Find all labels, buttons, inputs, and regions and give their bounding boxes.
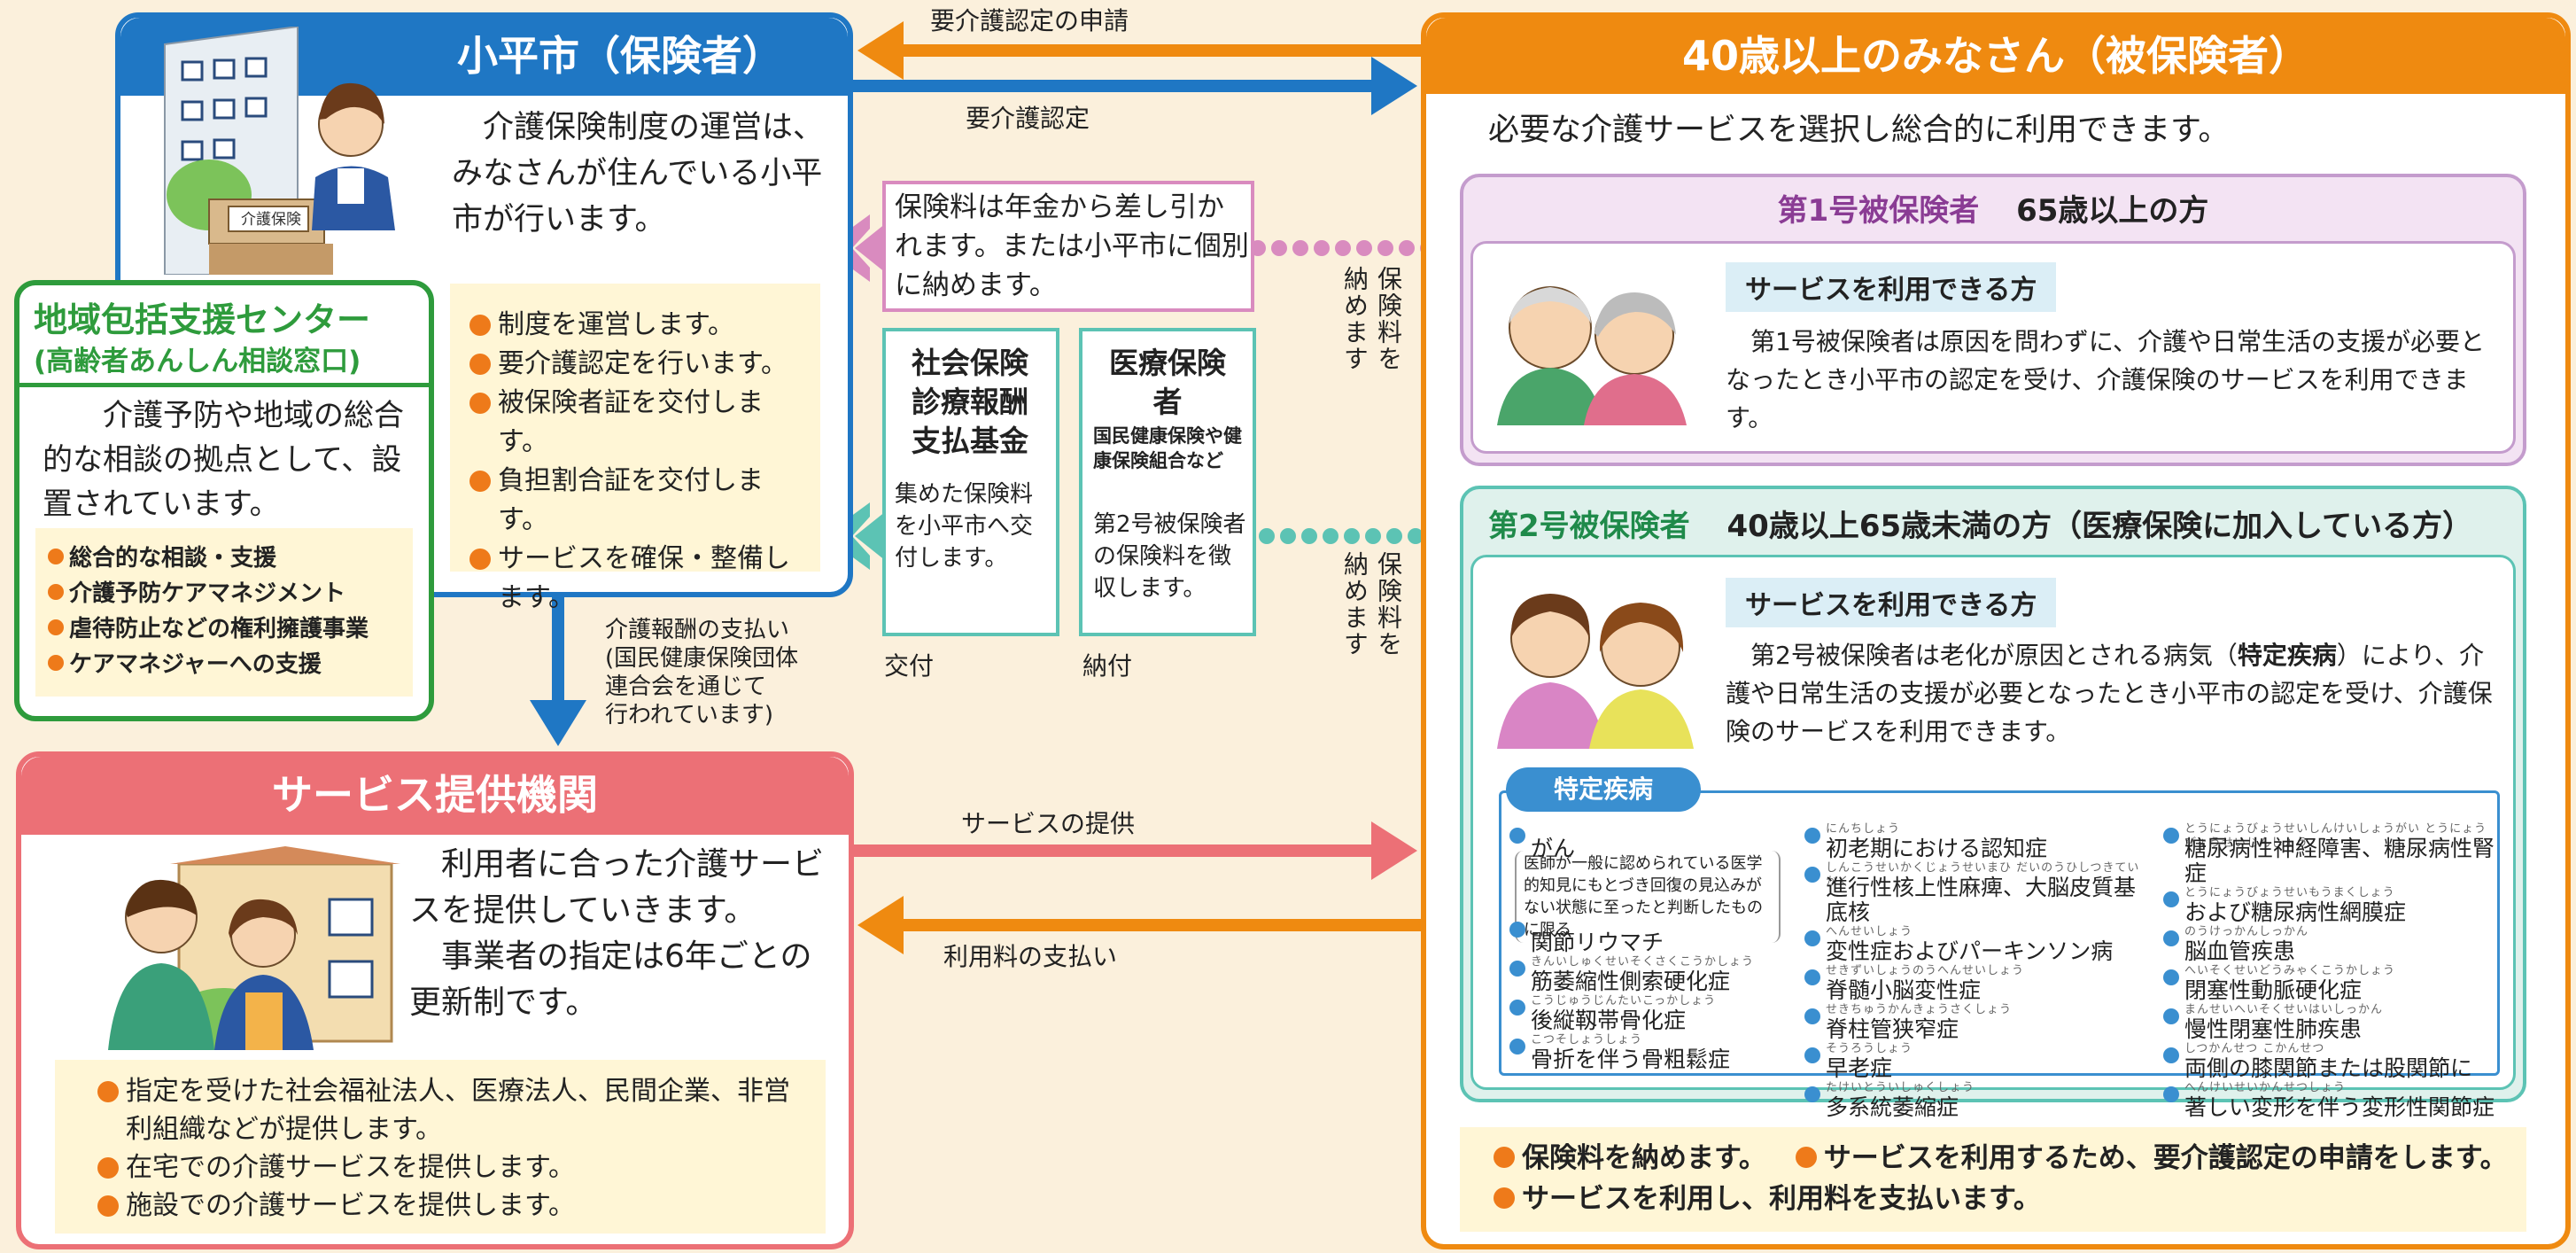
- label-fee-payment: 利用料の支払い: [943, 942, 1118, 971]
- provider-description-2: 事業者の指定は6年ごとの更新制です。: [409, 938, 812, 1021]
- care-staff-illustration: [108, 846, 400, 1050]
- support-center-subtitle: (高齢者あんしん相談窓口): [34, 346, 361, 377]
- city-title: 小平市（保険者）: [457, 32, 783, 80]
- medical-insurer-box: [1079, 328, 1256, 636]
- label-issue: 交付: [884, 651, 935, 681]
- city-hall-illustration: [164, 27, 395, 275]
- provider-info-item: 在宅での介護サービスを提供します。: [96, 1148, 804, 1187]
- support-service-item: 総合的な相談・支援: [46, 541, 409, 576]
- disease-item: にんちしょう初老期における認知症: [1803, 822, 2148, 861]
- disease-list-title: 特定疾病: [1506, 767, 1701, 812]
- city-duties-panel: [450, 284, 820, 572]
- label-pay-remuneration: 介護報酬の支払い (国民健康保険団体 連合会を通じて 行われています): [605, 617, 799, 728]
- city-duty-item: 要介護認定を行います。: [468, 345, 809, 384]
- support-service-item: ケアマネジャーへの支援: [46, 647, 409, 682]
- support-center-services-panel: [35, 528, 413, 697]
- city-duty-item: 被保険者証を交付します。: [468, 384, 809, 462]
- disease-column-1-b: 関節リウマチ きんいしゅくせいそくさくこうかしょう筋萎縮性側索硬化症 こうじゅう…: [1508, 916, 1791, 1072]
- label-pay: 納付: [1082, 651, 1133, 681]
- second-insured-age: 40歳以上65歳未満の方（医療保険に加入している方）: [1726, 509, 2473, 544]
- cancer-note: 医師が一般に認められている医学的知見にもとづき回復の見込みがない状態に至ったと判…: [1515, 851, 1781, 943]
- disease-item: しんこうせいかくじょうせいまひ だいのうひしつきていかく進行性核上性麻痺、大脳皮…: [1803, 861, 2148, 925]
- disease-item: そうろうしょう早老症: [1803, 1042, 2148, 1081]
- provider-description-1: 利用者に合った介護サービスを提供していきます。: [409, 846, 825, 929]
- provider-info-panel: [55, 1060, 826, 1234]
- provider-info-item: 指定を受けた社会福祉法人、医療法人、民間企業、非営利組織などが提供します。: [96, 1072, 804, 1148]
- disease-item: へいそくせいどうみゃくこうかしょう閉塞性動脈硬化症: [2161, 964, 2498, 1003]
- footer-item: サービスを利用するため、要介護認定の申請をします。: [1794, 1138, 2508, 1179]
- disease-item: とうにょうびょうせいもうまくしょうおよび糖尿病性網膜症: [2161, 886, 2498, 925]
- provider-header: [21, 757, 849, 835]
- disease-item: たけいとういしゅくしょう多系統萎縮症: [1803, 1081, 2148, 1120]
- first-insured-header: 第1号被保険者 65歳以上の方: [1460, 186, 2526, 230]
- insured-intro: 必要な介護サービスを選択し総合的に利用できます。: [1488, 113, 2230, 148]
- support-center-divider: [19, 383, 429, 387]
- disease-item: とうにょうびょうせいしんけいしょうがい とうにょうびょうせいじんしょう糖尿病性神…: [2161, 822, 2498, 886]
- label-service-provision: サービスの提供: [961, 809, 1136, 838]
- insured-header: [1426, 18, 2565, 94]
- elderly-couple-illustration: [1497, 286, 1687, 425]
- insured-footer-panel: [1460, 1127, 2526, 1232]
- disease-list-box: [1499, 790, 2500, 1076]
- city-description: 介護保険制度の運営は、みなさんが住んでいる小平市が行います。: [452, 110, 825, 237]
- second-insured-pill: サービスを利用できる方: [1726, 578, 2057, 627]
- support-center-title: 地域包括支援センター: [34, 300, 371, 339]
- second-insured-label: 第2号被保険者: [1488, 509, 1690, 544]
- city-duty-item: 制度を運営します。: [468, 306, 809, 345]
- pension-note-text: 保険料は年金から差し引かれます。または小平市に個別に納めます。: [895, 191, 1249, 301]
- provider-info-list: 指定を受けた社会福祉法人、医療法人、民間企業、非営利組織などが提供します。 在宅…: [96, 1072, 804, 1225]
- footer-item: 保険料を納めます。: [1492, 1138, 1766, 1179]
- disease-column-3: とうにょうびょうせいしんけいしょうがい とうにょうびょうせいじんしょう糖尿病性神…: [2161, 822, 2498, 1120]
- disease-item: こつそしょうしょう骨折を伴う骨粗鬆症: [1508, 1033, 1791, 1072]
- disease-item: きんいしゅくせいそくさくこうかしょう筋萎縮性側索硬化症: [1508, 955, 1791, 994]
- disease-item: まんせいへいそくせいはいしっかん慢性閉塞性肺疾患: [2161, 1003, 2498, 1042]
- first-insured-description: 第1号被保険者は原因を問わずに、介護や日常生活の支援が必要となったとき小平市の認…: [1726, 327, 2485, 432]
- fund-title: 社会保険診療報酬支払基金: [912, 346, 1028, 458]
- label-apply: 要介護認定の申請: [930, 6, 1129, 35]
- second-insured-header: 第2号被保険者 40歳以上65歳未満の方（医療保険に加入している方）: [1488, 502, 2472, 545]
- pension-note-box: [882, 181, 1254, 312]
- first-insured-pill: サービスを利用できる方: [1726, 262, 2057, 312]
- disease-column-2: にんちしょう初老期における認知症 しんこうせいかくじょうせいまひ だいのうひしつ…: [1803, 822, 2148, 1120]
- footer-item: サービスを利用し、利用料を支払います。: [1492, 1179, 2519, 1219]
- disease-item: せきちゅうかんきょうさくしょう脊柱管狭窄症: [1803, 1003, 2148, 1042]
- disease-item: せきずいしょうのうへんせいしょう脊髄小脳変性症: [1803, 964, 2148, 1003]
- first-insured-label: 第1号被保険者: [1777, 193, 1980, 229]
- support-service-item: 介護予防ケアマネジメント: [46, 576, 409, 611]
- provider-title: サービス提供機関: [272, 771, 598, 819]
- first-insured-age: 65歳以上の方: [2016, 193, 2209, 229]
- disease-item: のうけっかんしっかん脳血管疾患: [2161, 925, 2498, 964]
- disease-item: がん: [1508, 822, 1791, 861]
- city-sign: 介護保険: [241, 211, 301, 229]
- disease-column-1: がん: [1508, 822, 1791, 861]
- label-certify: 要介護認定: [966, 104, 1090, 133]
- insured-title: 40歳以上のみなさん（被保険者）: [1681, 32, 2309, 80]
- city-duty-item: サービスを確保・整備します。: [468, 540, 809, 618]
- medical-insurer-sub: 国民健康保険や健康保険組合など: [1093, 425, 1242, 471]
- medical-insurer-title: 医療保険者: [1109, 346, 1226, 419]
- disease-item: こうじゅうじんたいこっかしょう後縦靱帯骨化症: [1508, 994, 1791, 1033]
- support-service-item: 虐待防止などの権利擁護事業: [46, 611, 409, 647]
- support-center-services-list: 総合的な相談・支援 介護予防ケアマネジメント 虐待防止などの権利擁護事業 ケアマ…: [46, 541, 409, 682]
- fund-description: 集めた保険料を小平市へ交付します。: [895, 481, 1034, 572]
- second-insured-description: 第2号被保険者は老化が原因とされる病気（特定疾病）により、介護や日常生活の支援が…: [1726, 641, 2493, 746]
- label-pays-insurance-2: 保険料を 納めます: [1340, 551, 1403, 658]
- disease-item: へんせいしょう変性症およびパーキンソン病: [1803, 925, 2148, 964]
- disease-item: へんけいせいかんせつしょう著しい変形を伴う変形性関節症: [2161, 1081, 2498, 1120]
- label-pays-insurance-1: 保険料を 納めます: [1340, 266, 1403, 372]
- provider-info-item: 施設での介護サービスを提供します。: [96, 1187, 804, 1225]
- medical-insurer-description: 第2号被保険者の保険料を徴収します。: [1093, 511, 1246, 602]
- city-duty-item: 負担割合証を交付します。: [468, 462, 809, 540]
- middle-aged-couple-illustration: [1497, 594, 1694, 749]
- insured-footer-list: 保険料を納めます。 サービスを利用するため、要介護認定の申請をします。 サービス…: [1492, 1138, 2519, 1219]
- support-center-description: 介護予防や地域の総合的な相談の拠点として、設置されています。: [43, 398, 404, 522]
- city-duties-list: 制度を運営します。 要介護認定を行います。 被保険者証を交付します。 負担割合証…: [468, 306, 809, 618]
- disease-item: しつかんせつ こかんせつ両側の膝関節または股関節に: [2161, 1042, 2498, 1081]
- fund-box: [882, 328, 1059, 636]
- disease-item: 関節リウマチ: [1508, 916, 1791, 955]
